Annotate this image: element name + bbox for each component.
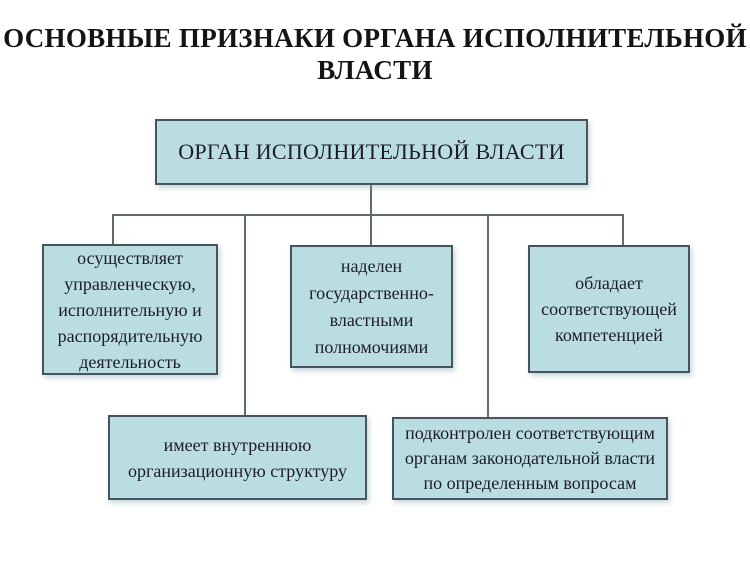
connector-drop-competence <box>622 215 624 246</box>
feature-box-text-line: управленческую, <box>64 273 196 294</box>
feature-box-text-line: имеет внутреннюю <box>163 434 312 455</box>
feature-box-text-line: соответствующей <box>541 299 677 319</box>
connector-drop-state-powers <box>370 215 372 245</box>
feature-box-text-line: исполнительную и <box>58 299 202 320</box>
feature-box-text-line: деятельность <box>79 351 181 372</box>
feature-box-text-line: организационную структуру <box>128 460 347 481</box>
feature-box-legislative-control: подконтролен соответствующим органам зак… <box>392 417 668 500</box>
feature-box-management-activity: осуществляет управленческую, исполнитель… <box>42 244 218 375</box>
feature-box-text-line: обладает <box>575 273 643 293</box>
root-box-label: ОРГАН ИСПОЛНИТЕЛЬНОЙ ВЛАСТИ <box>178 139 565 164</box>
page-title-line-1: ОСНОВНЫЕ ПРИЗНАКИ ОРГАНА ИСПОЛНИТЕЛЬНОЙ <box>3 23 747 53</box>
feature-box-text-line: распорядительную <box>57 325 203 346</box>
feature-box-text-line: подконтролен соответствующим <box>405 423 655 443</box>
feature-box-competence: обладает соответствующей компетенцией <box>528 245 690 373</box>
root-box-executive-authority: ОРГАН ИСПОЛНИТЕЛЬНОЙ ВЛАСТИ <box>155 119 588 185</box>
feature-box-internal-structure: имеет внутреннюю организационную структу… <box>108 415 367 500</box>
feature-box-text-line: органам законодательной власти <box>404 448 656 468</box>
page-title: ОСНОВНЫЕ ПРИЗНАКИ ОРГАНА ИСПОЛНИТЕЛЬНОЙ … <box>0 22 750 86</box>
feature-box-text-line: наделен <box>340 255 403 276</box>
feature-box-text-line: властными <box>329 309 414 330</box>
feature-box-text-line: осуществляет <box>77 247 183 268</box>
feature-box-text-line: государственно- <box>309 282 434 303</box>
feature-box-text-line: компетенцией <box>555 325 663 345</box>
feature-box-text-line: полномочиями <box>314 336 429 357</box>
feature-box-state-powers: наделен государственно- властными полном… <box>290 245 453 368</box>
connector-drop-management-activity <box>112 215 114 245</box>
connector-horizontal-bar <box>112 214 624 216</box>
connector-drop-legislative-control <box>487 215 489 418</box>
page-title-line-2: ВЛАСТИ <box>317 55 433 85</box>
feature-box-text-line: по определенным вопросам <box>423 473 637 493</box>
connector-root-stem <box>370 184 372 215</box>
connector-drop-internal-structure <box>244 215 246 416</box>
